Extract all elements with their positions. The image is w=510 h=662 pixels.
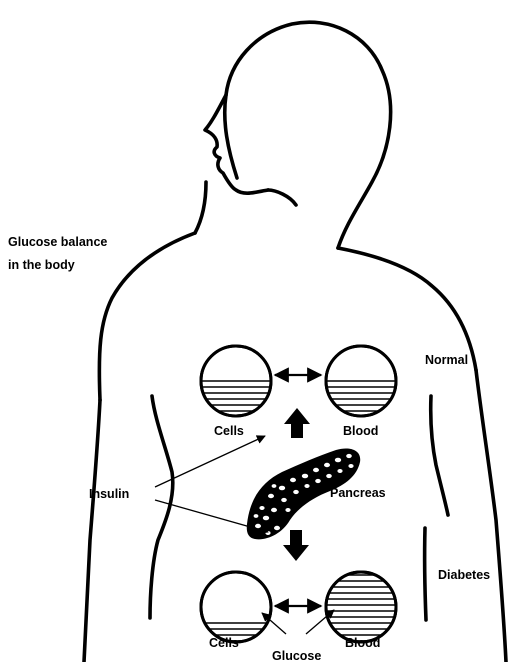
- left-shoulder: [99, 233, 195, 400]
- normal-label: Normal: [425, 353, 468, 367]
- title-line-2: in the body: [8, 258, 75, 272]
- blood-label-top: Blood: [343, 424, 378, 438]
- cells-label-top: Cells: [214, 424, 244, 438]
- cells-label-bottom: Cells: [209, 636, 239, 650]
- normal-blood-circle: [321, 346, 401, 416]
- title-line-1: Glucose balance: [8, 235, 107, 249]
- insulin-label: Insulin: [89, 487, 129, 501]
- insulin-arrow-up: [155, 436, 265, 487]
- left-arm: [84, 400, 100, 662]
- torso-right-side: [431, 396, 448, 515]
- blood-label-bottom: Blood: [345, 636, 380, 650]
- head-outline: [225, 22, 391, 248]
- right-arm: [476, 370, 506, 662]
- diabetes-label: Diabetes: [438, 568, 490, 582]
- diabetes-blood-circle: [321, 572, 401, 642]
- glucose-label: Glucose: [272, 649, 321, 662]
- up-arrow: [284, 408, 310, 438]
- neck-front: [195, 182, 206, 233]
- torso-right-lower: [425, 528, 426, 620]
- jaw-line: [268, 190, 296, 205]
- torso-left-side: [150, 396, 173, 618]
- normal-cells-circle: [196, 346, 276, 416]
- diabetes-cells-circle: [196, 572, 276, 642]
- pancreas-label: Pancreas: [330, 486, 386, 500]
- down-arrow: [283, 530, 309, 561]
